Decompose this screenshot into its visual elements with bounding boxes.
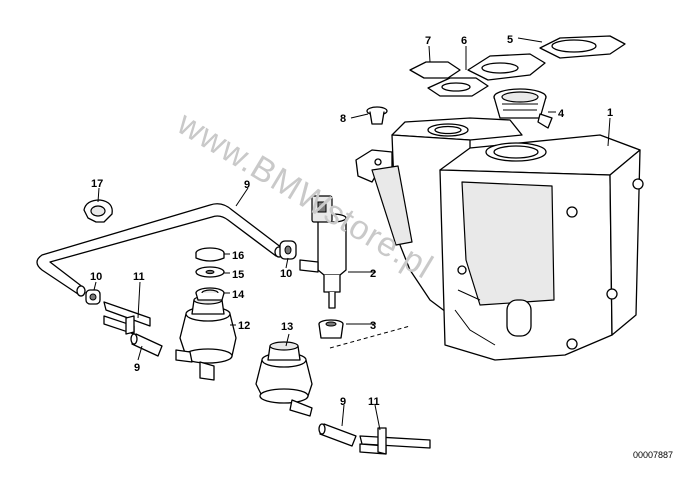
cap-16 — [195, 247, 225, 262]
callout-labels: 1 2 3 4 5 6 7 8 9 9 9 10 10 11 11 12 13 … — [90, 34, 613, 408]
callout-4: 4 — [558, 108, 565, 120]
hose-short-left — [130, 333, 163, 357]
plug — [366, 106, 388, 125]
washer-reservoir — [355, 117, 644, 361]
filler-cap — [493, 88, 553, 129]
connector-10-right — [279, 240, 297, 260]
callout-11-left: 11 — [133, 271, 145, 283]
callout-8: 8 — [340, 113, 346, 125]
cover-plate-7 — [409, 61, 461, 79]
callout-1: 1 — [607, 107, 613, 119]
callout-7: 7 — [425, 35, 431, 47]
front-pump — [255, 341, 313, 417]
washer-pump — [299, 195, 347, 309]
callout-12: 12 — [238, 320, 250, 332]
callout-6: 6 — [461, 35, 467, 47]
callout-9-top: 9 — [244, 179, 250, 191]
callout-11-bottom: 11 — [368, 396, 380, 408]
hose-short-lower — [318, 423, 357, 447]
y-connector-lower — [359, 427, 431, 455]
callout-9-left: 9 — [134, 362, 140, 374]
callout-10-right: 10 — [280, 268, 292, 280]
rear-pump — [175, 295, 237, 381]
hose-upper — [36, 203, 284, 297]
gasket-6 — [427, 53, 546, 97]
hose-clip — [83, 199, 113, 223]
callout-17: 17 — [91, 178, 103, 190]
callout-5: 5 — [507, 34, 513, 46]
reference-number: 00007887 — [633, 450, 673, 460]
gasket-5 — [539, 35, 626, 59]
connector-10-left — [85, 289, 101, 305]
seal-ring-14 — [195, 287, 225, 301]
callout-2: 2 — [370, 268, 376, 280]
washer-15 — [195, 266, 225, 278]
callout-10-left: 10 — [90, 271, 102, 283]
callout-13: 13 — [281, 321, 293, 333]
leader-lines — [93, 37, 611, 431]
callout-16: 16 — [232, 250, 244, 262]
grommet — [318, 319, 344, 339]
callout-3: 3 — [370, 320, 376, 332]
callout-14: 14 — [232, 289, 245, 301]
callout-15: 15 — [232, 269, 244, 281]
callout-9-bottom: 9 — [340, 396, 346, 408]
y-connector-left — [103, 301, 151, 335]
